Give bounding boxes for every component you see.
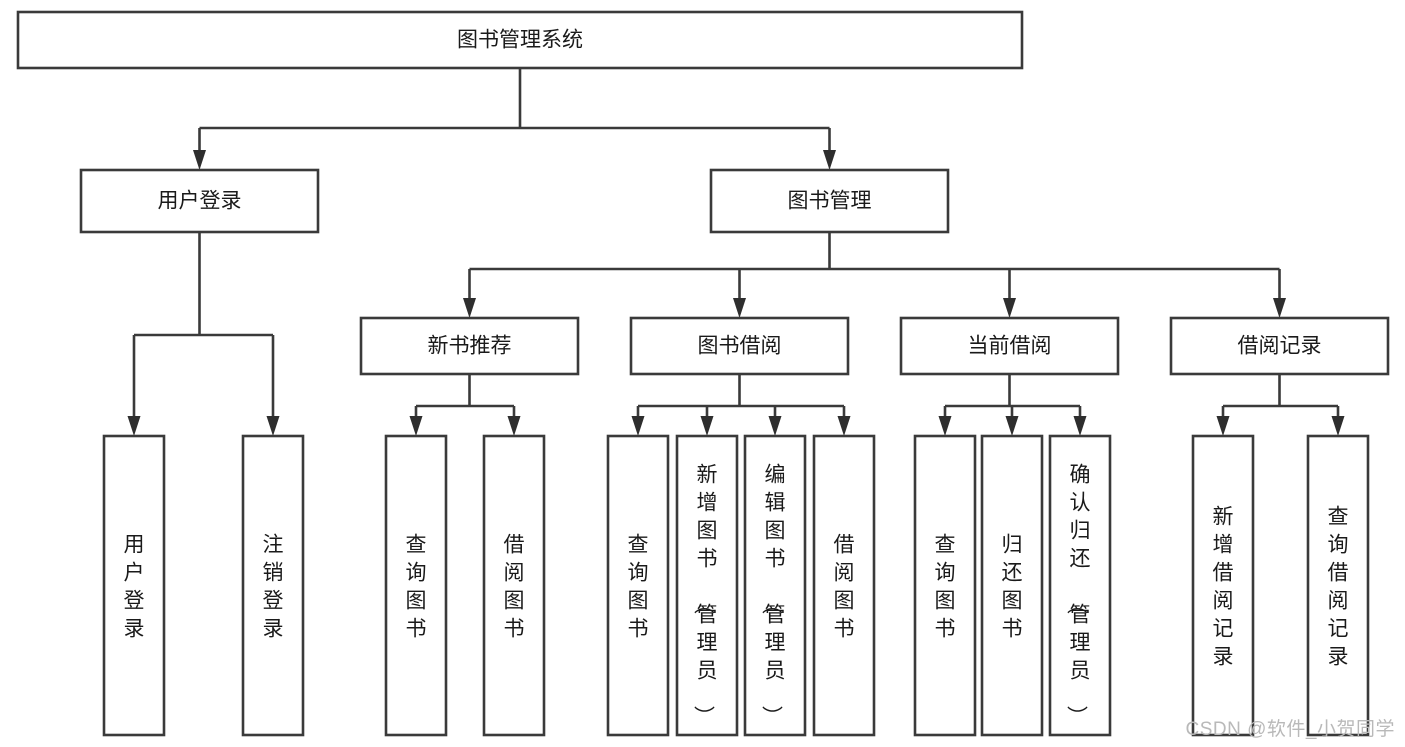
node-leaf-query-book-3[interactable]: 查询图书 [913,434,977,737]
connectors-layer [127,68,1345,436]
node-leaf-query-record[interactable]: 查询借阅记录 [1306,434,1370,737]
node-label: 确认归还（管理员） [1065,463,1091,726]
node-leaf-query-book-2[interactable]: 查询图书 [606,434,670,737]
node-leaf-edit-book[interactable]: 编辑图书（管理员） [743,434,807,737]
node-label: 图书管理 [788,190,872,213]
node-leaf-return-book[interactable]: 归还图书 [980,434,1044,737]
node-label: 新书推荐 [428,335,512,358]
node-label: 新增图书（管理员） [692,463,718,726]
node-book-borrow[interactable]: 图书借阅 [629,316,850,376]
node-label: 用户登录 [124,533,145,640]
node-label: 归还图书 [1002,533,1023,640]
node-leaf-logout[interactable]: 注销登录 [241,434,305,737]
node-current-borrow[interactable]: 当前借阅 [899,316,1120,376]
node-user-login[interactable]: 用户登录 [79,168,320,234]
node-leaf-borrow-book-2[interactable]: 借阅图书 [812,434,876,737]
node-leaf-add-book[interactable]: 新增图书（管理员） [675,434,739,737]
node-label: 用户登录 [158,190,242,213]
node-label: 借阅图书 [504,533,525,640]
node-label: 查询图书 [628,533,649,640]
node-label: 查询借阅记录 [1328,505,1349,668]
node-label: 注销登录 [263,533,284,640]
node-label: 新增借阅记录 [1213,505,1234,668]
node-label: 图书借阅 [698,335,782,358]
node-leaf-borrow-book-1[interactable]: 借阅图书 [482,434,546,737]
node-label: 借阅记录 [1238,335,1322,358]
node-label: 当前借阅 [968,335,1052,358]
node-leaf-confirm-return[interactable]: 确认归还（管理员） [1048,434,1112,737]
node-new-book-rec[interactable]: 新书推荐 [359,316,580,376]
node-borrow-record[interactable]: 借阅记录 [1169,316,1390,376]
node-leaf-query-book-1[interactable]: 查询图书 [384,434,448,737]
node-root[interactable]: 图书管理系统 [16,10,1024,70]
node-label: 查询图书 [406,533,427,640]
nodes-layer: 图书管理系统用户登录图书管理新书推荐图书借阅当前借阅借阅记录用户登录注销登录查询… [16,10,1390,737]
node-label: 借阅图书 [834,533,855,640]
node-label: 查询图书 [935,533,956,640]
node-label: 图书管理系统 [457,29,583,52]
node-label: 编辑图书（管理员） [760,463,786,726]
node-book-manage[interactable]: 图书管理 [709,168,950,234]
node-leaf-add-record[interactable]: 新增借阅记录 [1191,434,1255,737]
node-leaf-user-login[interactable]: 用户登录 [102,434,166,737]
